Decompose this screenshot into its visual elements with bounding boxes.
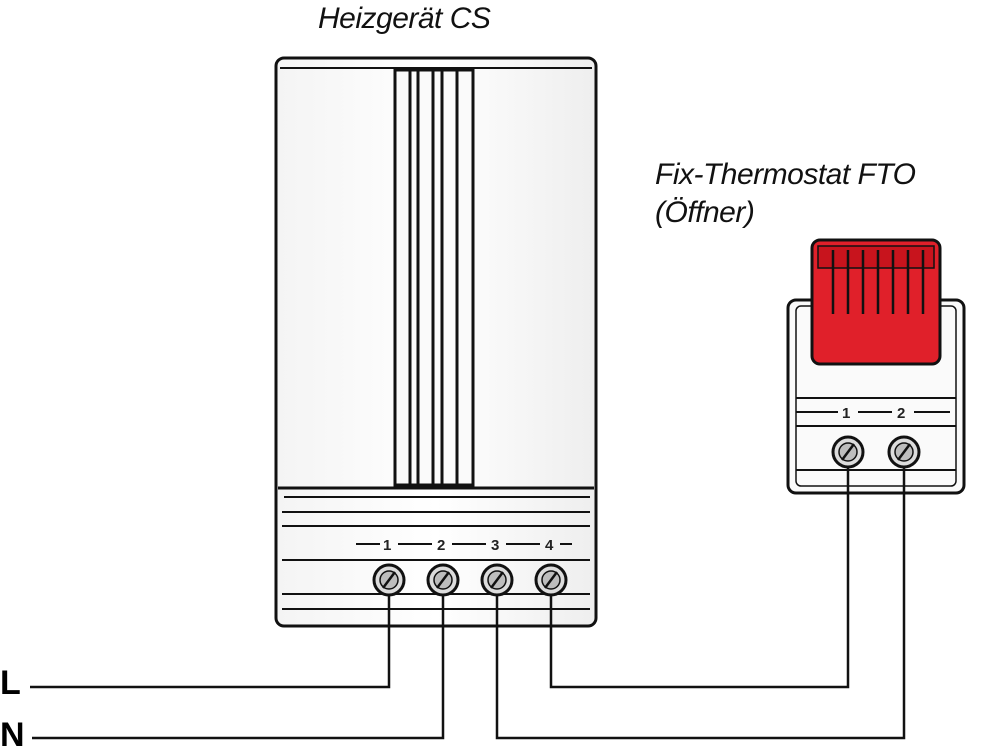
heater-terminal-screw-3	[480, 563, 514, 597]
heater-terminal-screw-1	[372, 563, 406, 597]
thermostat-subtitle: (Öffner)	[655, 196, 755, 229]
heater-terminal-label-1: 1	[383, 537, 391, 554]
heater-terminal-block	[282, 511, 590, 610]
heater-ribs	[393, 68, 475, 487]
thermostat-terminal-screw-2	[887, 435, 921, 469]
heater-terminal-screw-4	[534, 563, 568, 597]
thermostat-cap	[810, 238, 942, 366]
wire-terminal-3-to-thermostat-2	[495, 468, 906, 740]
heater-terminal-label-4: 4	[545, 537, 554, 554]
thermostat-terminal-label-2: 2	[897, 405, 905, 422]
wire-live	[30, 596, 391, 689]
live-label: L	[0, 664, 21, 702]
wires	[30, 468, 906, 740]
heater-device: 1 2 3 4	[274, 56, 598, 628]
thermostat-device: 1 2	[786, 238, 966, 495]
heater-title: Heizgerät CS	[318, 2, 491, 35]
thermostat-terminal-screw-1	[831, 435, 865, 469]
thermostat-title: Fix-Thermostat FTO	[655, 158, 916, 191]
heater-terminal-screw-2	[426, 563, 460, 597]
wire-neutral	[32, 596, 445, 740]
neutral-label: N	[0, 716, 25, 754]
wire-terminal-4-to-thermostat-1	[549, 468, 850, 689]
heater-terminal-label-2: 2	[437, 537, 445, 554]
thermostat-terminal-label-1: 1	[842, 405, 850, 422]
heater-terminal-label-3: 3	[491, 537, 499, 554]
